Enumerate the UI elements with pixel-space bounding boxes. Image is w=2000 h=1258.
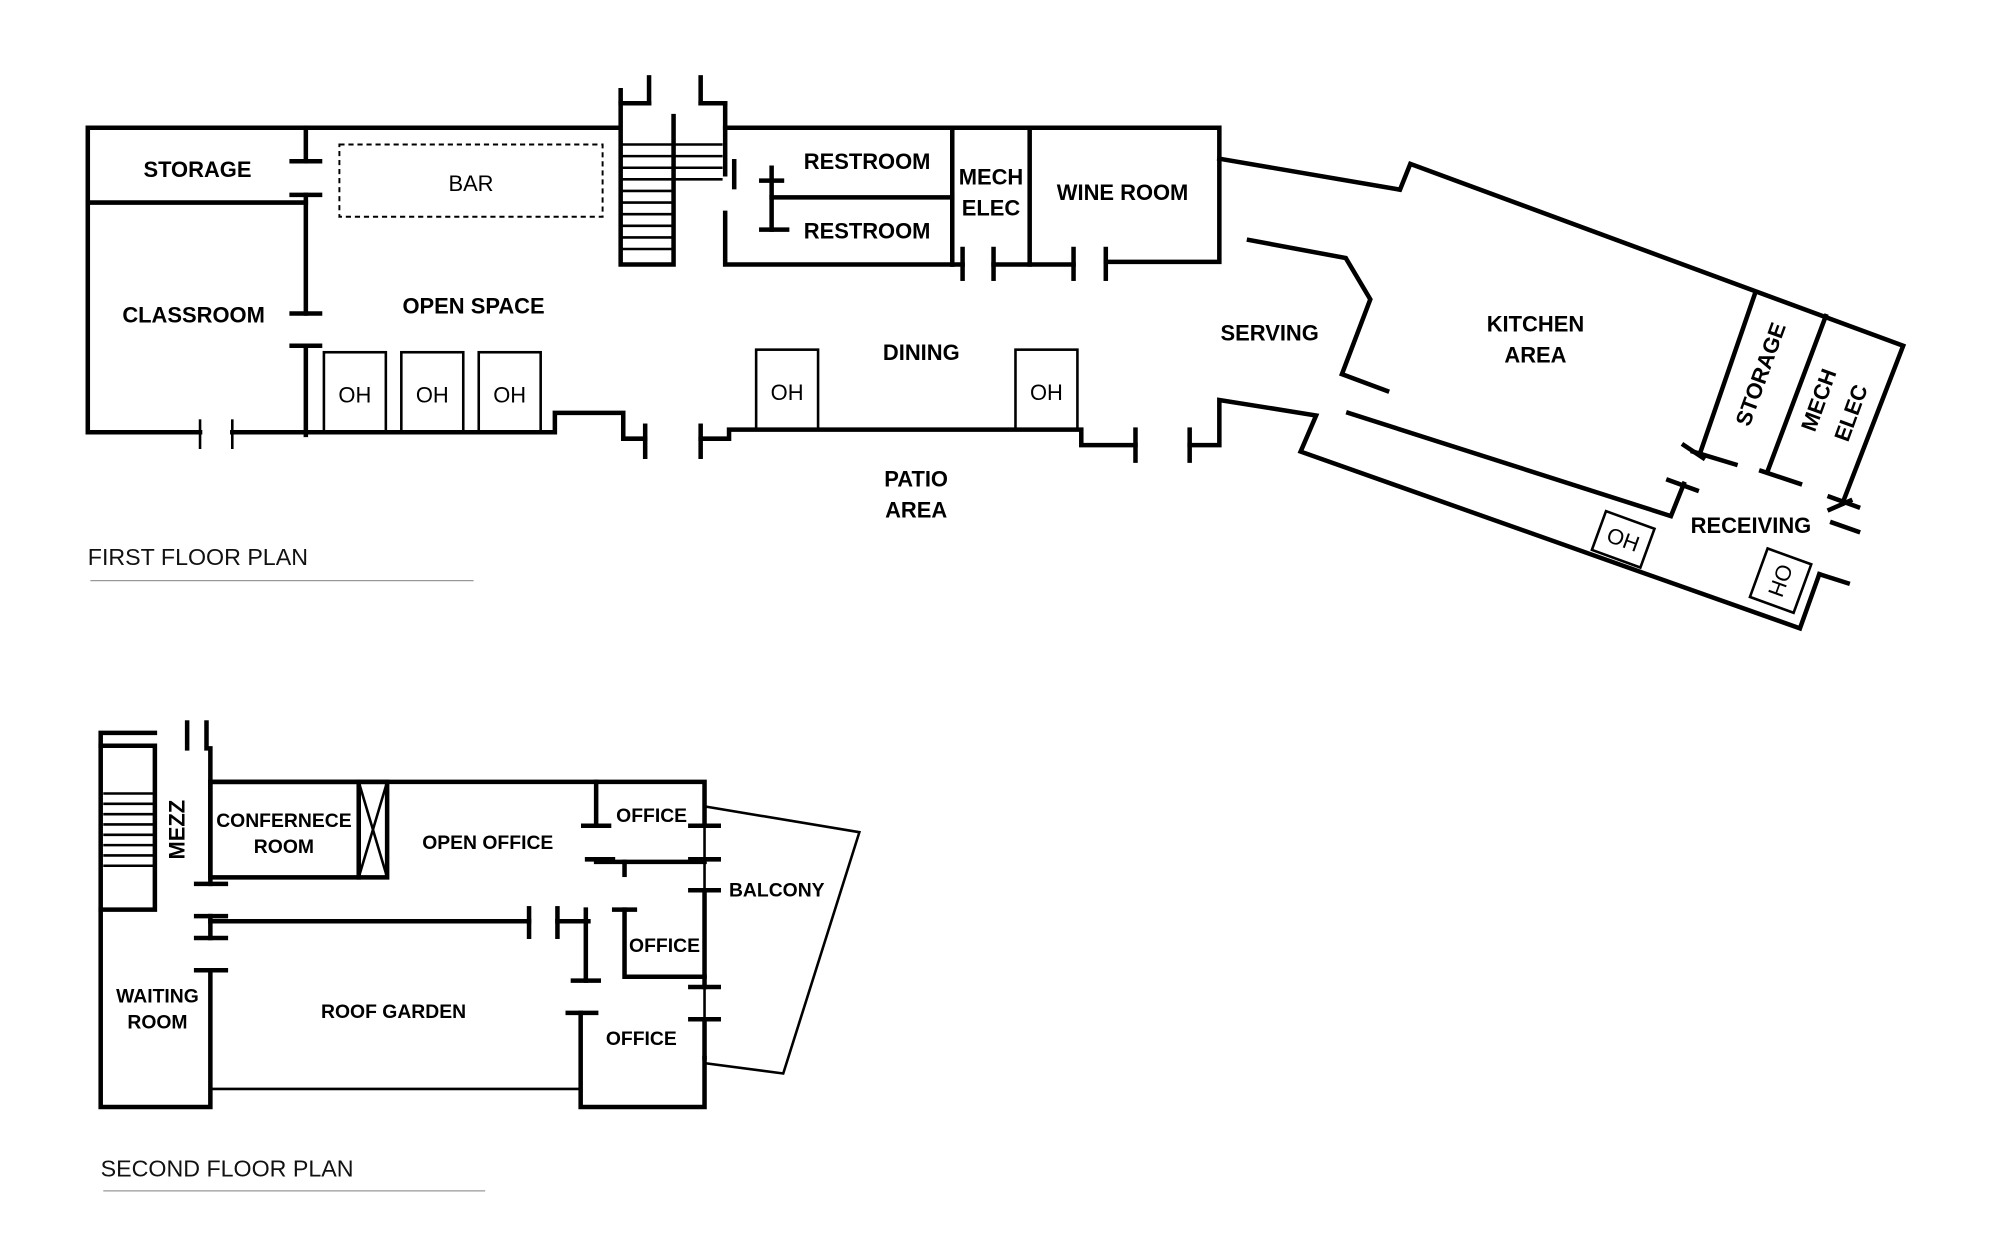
elevator-icon	[356, 779, 390, 880]
room-restroom: RESTROOM	[804, 219, 931, 244]
svg-text:OH: OH	[493, 383, 526, 408]
room-open-space: OPEN SPACE	[403, 294, 545, 319]
first-floor-title: FIRST FLOOR PLAN	[88, 544, 308, 570]
overhead-door-4: OH	[754, 348, 820, 431]
room-kitchen: KITCHEN	[1487, 312, 1584, 337]
room-balcony: BALCONY	[729, 880, 825, 902]
room-patio: PATIO	[884, 466, 948, 491]
balcony-outline	[703, 804, 862, 1075]
bar-counter	[338, 143, 604, 218]
svg-text:OH: OH	[338, 383, 371, 408]
overhead-door-5: OH	[1014, 348, 1079, 431]
svg-text:OH: OH	[416, 383, 449, 408]
room-restroom: RESTROOM	[804, 149, 931, 174]
room-roof-garden: ROOF GARDEN	[321, 1001, 466, 1023]
room-classroom: CLASSROOM	[122, 303, 265, 328]
room-conference: CONFERNECE	[216, 810, 352, 832]
svg-text:OH: OH	[1763, 561, 1798, 600]
room-mezz: MEZZ	[165, 800, 190, 860]
room-conference-line2: ROOM	[254, 836, 314, 858]
overhead-door-3: OH	[477, 350, 542, 434]
room-waiting: WAITING	[116, 986, 199, 1008]
first-floor-plan: OH OH OH OH OH OH OH STORAGE BAR CLASSRO…	[85, 75, 1907, 632]
room-storage: STORAGE	[143, 157, 251, 182]
room-office-1: OFFICE	[616, 805, 687, 827]
overhead-door-7: OH	[1748, 546, 1813, 615]
room-kitchen-line2: AREA	[1504, 343, 1566, 368]
room-waiting-line2: ROOM	[127, 1011, 187, 1033]
svg-text:OH: OH	[1603, 522, 1642, 557]
room-open-office: OPEN OFFICE	[422, 832, 553, 854]
stair-icon	[98, 743, 158, 912]
room-office-3: OFFICE	[606, 1028, 677, 1050]
room-office-2: OFFICE	[629, 935, 700, 957]
room-receiving: RECEIVING	[1691, 513, 1812, 538]
room-mech-elec: ELEC	[962, 195, 1021, 220]
room-bar: BAR	[448, 171, 493, 196]
room-mech-elec-2-line2: ELEC	[1829, 381, 1873, 445]
svg-text:OH: OH	[1030, 380, 1063, 405]
second-floor-plan: MEZZ CONFERNECE ROOM OPEN OFFICE OFFICE …	[98, 720, 862, 1192]
room-serving: SERVING	[1221, 321, 1319, 346]
room-wine-room: WINE ROOM	[1057, 180, 1189, 205]
room-patio-line2: AREA	[885, 497, 947, 522]
room-dining: DINING	[883, 340, 960, 365]
svg-text:OH: OH	[771, 380, 804, 405]
overhead-door-2: OH	[400, 350, 465, 434]
stair-icon	[618, 75, 728, 267]
room-mech-elec: MECH	[959, 165, 1024, 190]
second-floor-title: SECOND FLOOR PLAN	[101, 1156, 354, 1182]
overhead-door-1: OH	[322, 350, 388, 434]
